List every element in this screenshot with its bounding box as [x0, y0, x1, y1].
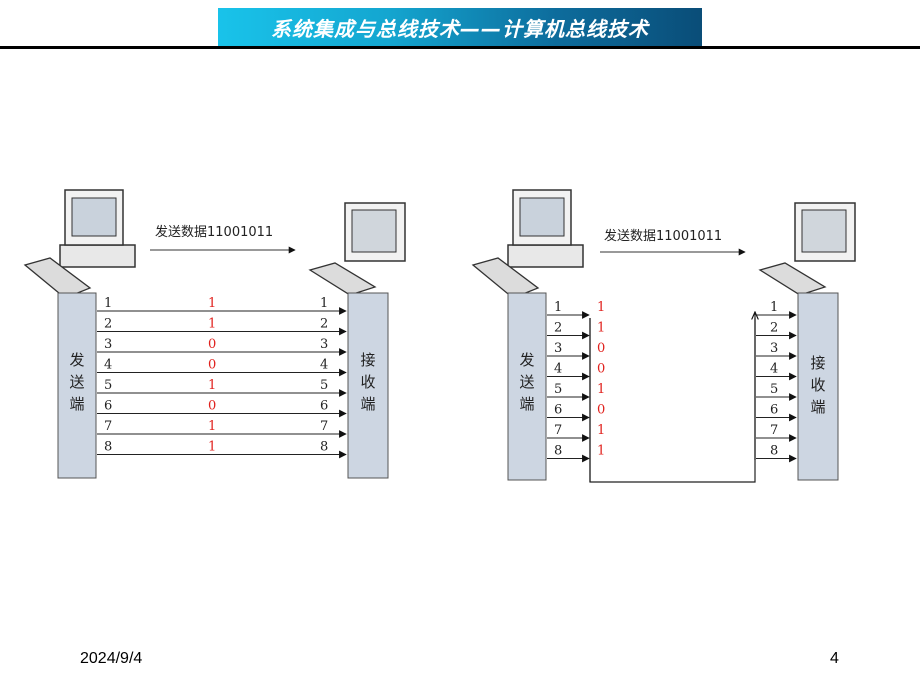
line-number-receiver: 7	[320, 419, 328, 434]
line-number-receiver: 6	[770, 403, 778, 418]
line-number-receiver: 3	[320, 337, 328, 352]
receiver-panel	[347, 292, 389, 479]
receiver-computer-icon	[308, 202, 406, 296]
line-number-receiver: 5	[770, 382, 778, 397]
line-number-sender: 5	[554, 382, 562, 397]
bit-value: 1	[597, 423, 605, 438]
page-number: 4	[830, 650, 839, 667]
line-number-sender: 2	[104, 317, 112, 332]
parallel-diagram: 发送数据11001011 发 送 端 接 收 端 1 1 1 2 1 2 3 0 3 4 0 4 5 1 5…	[23, 189, 406, 479]
receiver-char-3: 端	[360, 395, 375, 413]
sender-char-1: 发	[519, 351, 534, 369]
data-caption: 发送数据11001011	[155, 224, 273, 240]
sender-char-1: 发	[69, 351, 84, 369]
line-number-receiver: 6	[320, 399, 328, 414]
bit-value: 1	[208, 317, 216, 332]
sender-char-2: 送	[69, 373, 84, 391]
title-banner: 系统集成与总线技术——计算机总线技术	[218, 8, 702, 46]
sender-char-3: 端	[69, 395, 84, 413]
serial-diagram: 发送数据11001011 发 送 端 接 收 端 1 1 1 2 1 2 3 0 3 4 0 4 5 1 5…	[471, 189, 856, 483]
line-number-sender: 5	[104, 378, 112, 393]
line-number-receiver: 4	[770, 362, 778, 377]
line-number-receiver: 2	[770, 321, 778, 336]
line-number-sender: 1	[104, 296, 112, 311]
receiver-char-1: 接	[810, 354, 825, 372]
line-number-receiver: 1	[770, 300, 778, 315]
line-number-receiver: 3	[770, 341, 778, 356]
line-number-sender: 1	[554, 300, 562, 315]
line-number-sender: 4	[104, 358, 112, 373]
line-number-sender: 4	[554, 362, 562, 377]
receiver-panel	[797, 292, 839, 481]
line-number-receiver: 1	[320, 296, 328, 311]
bit-value: 1	[208, 419, 216, 434]
line-number-sender: 6	[104, 399, 112, 414]
bit-value: 1	[208, 296, 216, 311]
line-number-sender: 3	[104, 337, 112, 352]
bit-value: 1	[597, 321, 605, 336]
serial-line	[589, 312, 755, 483]
bit-value: 1	[208, 440, 216, 455]
bit-value: 1	[208, 378, 216, 393]
receiver-char-1: 接	[360, 351, 375, 369]
receiver-computer-icon	[758, 202, 856, 296]
sender-panel	[507, 292, 547, 481]
line-number-receiver: 8	[770, 444, 778, 459]
sender-computer-icon	[471, 189, 584, 299]
line-number-receiver: 2	[320, 317, 328, 332]
sender-panel	[57, 292, 97, 479]
bit-value: 1	[597, 444, 605, 459]
page-title: 系统集成与总线技术——计算机总线技术	[271, 16, 649, 41]
sender-char-3: 端	[519, 395, 534, 413]
line-number-sender: 6	[554, 403, 562, 418]
bit-value: 0	[208, 399, 216, 414]
footer-date: 2024/9/4	[80, 650, 143, 667]
sender-char-2: 送	[519, 373, 534, 391]
bit-value: 1	[597, 300, 605, 315]
receiver-char-2: 收	[360, 373, 375, 391]
serial-bits: 1 1 1 2 1 2 3 0 3 4 0 4 5 1 5 6 0 6 7 1 7 8 1 8	[547, 300, 797, 463]
bit-value: 0	[208, 358, 216, 373]
bit-value: 0	[597, 341, 605, 356]
sender-computer-icon	[23, 189, 136, 299]
line-number-sender: 7	[554, 423, 562, 438]
title-rule	[0, 46, 920, 49]
line-number-sender: 8	[554, 444, 562, 459]
line-number-receiver: 8	[320, 440, 328, 455]
line-number-receiver: 4	[320, 358, 328, 373]
line-number-sender: 2	[554, 321, 562, 336]
bit-value: 1	[597, 382, 605, 397]
line-number-sender: 8	[104, 440, 112, 455]
bit-value: 0	[597, 403, 605, 418]
bit-value: 0	[597, 362, 605, 377]
receiver-char-2: 收	[810, 376, 825, 394]
receiver-char-3: 端	[810, 398, 825, 416]
line-number-receiver: 7	[770, 423, 778, 438]
line-number-receiver: 5	[320, 378, 328, 393]
line-number-sender: 7	[104, 419, 112, 434]
data-caption: 发送数据11001011	[604, 228, 722, 244]
parallel-lines: 1 1 1 2 1 2 3 0 3 4 0 4 5 1 5 6 0 6 7 1 7 8 1 8	[97, 296, 347, 459]
line-number-sender: 3	[554, 341, 562, 356]
bit-value: 0	[208, 337, 216, 352]
